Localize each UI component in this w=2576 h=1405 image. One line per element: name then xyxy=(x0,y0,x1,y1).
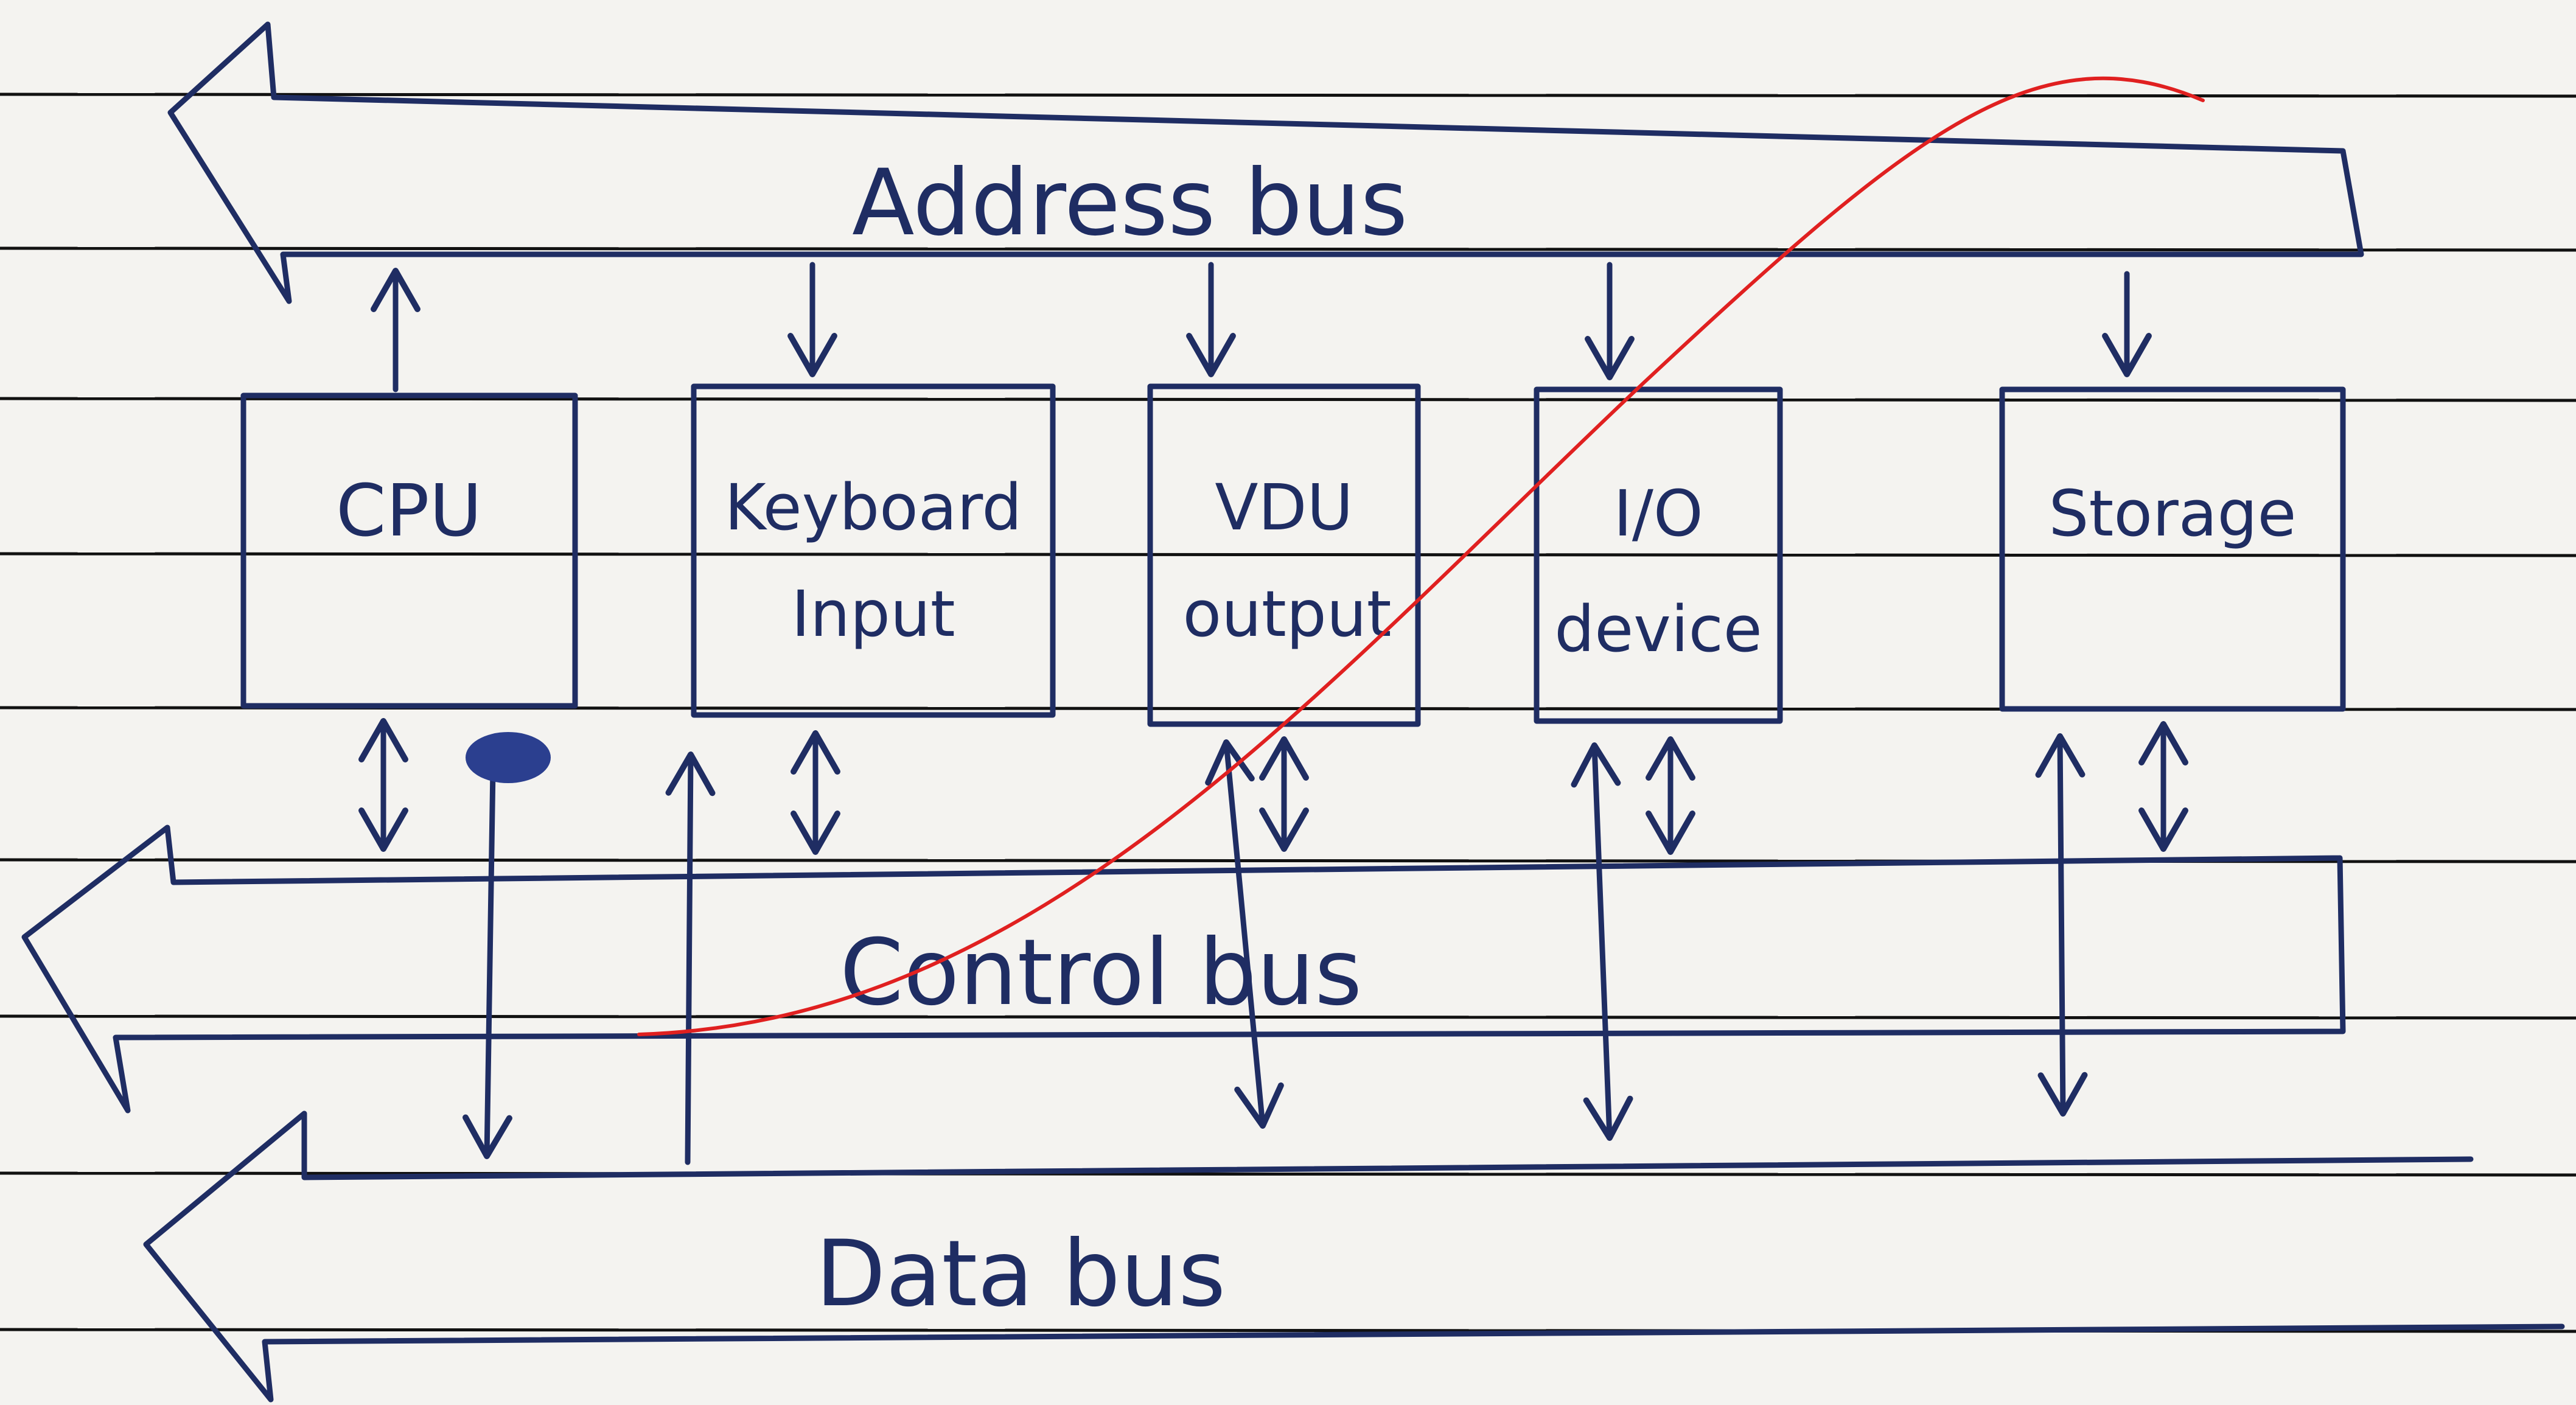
control-bus-label: Control bus xyxy=(840,920,1362,1026)
red-annotation-curve xyxy=(637,76,2205,1036)
ruled-lines xyxy=(0,92,2576,1333)
cpu-data-arrow xyxy=(462,767,512,1159)
ink-blot xyxy=(466,732,551,783)
io-label-line2: device xyxy=(1554,592,1762,666)
keyboard-label-line1: Keyboard xyxy=(725,470,1022,545)
address-connections xyxy=(371,262,2152,392)
storage-data-arrow xyxy=(2035,733,2088,1117)
vdu-label-line1: VDU xyxy=(1215,470,1353,545)
cpu-box xyxy=(240,392,578,709)
vdu-data-arrow xyxy=(1205,739,1284,1129)
address-bus-label: Address bus xyxy=(852,150,1408,256)
data-connections xyxy=(462,733,2088,1165)
io-device-box xyxy=(1534,386,1783,724)
io-data-arrow xyxy=(1571,742,1633,1141)
keyboard-input-box xyxy=(691,383,1056,718)
data-bus-label: Data bus xyxy=(815,1221,1226,1327)
cpu-label: CPU xyxy=(336,469,482,553)
storage-label: Storage xyxy=(2049,476,2297,551)
control-bus-arrow xyxy=(21,825,2346,1114)
keyboard-label-line2: Input xyxy=(791,577,955,651)
keyboard-data-arrow xyxy=(665,751,716,1165)
control-connections xyxy=(358,718,2188,855)
data-bus-arrow xyxy=(143,1110,2565,1403)
address-bus-arrow xyxy=(167,21,2364,304)
storage-box xyxy=(1999,386,2346,712)
io-label-line1: I/O xyxy=(1613,476,1703,551)
vdu-label-line2: output xyxy=(1182,577,1391,651)
